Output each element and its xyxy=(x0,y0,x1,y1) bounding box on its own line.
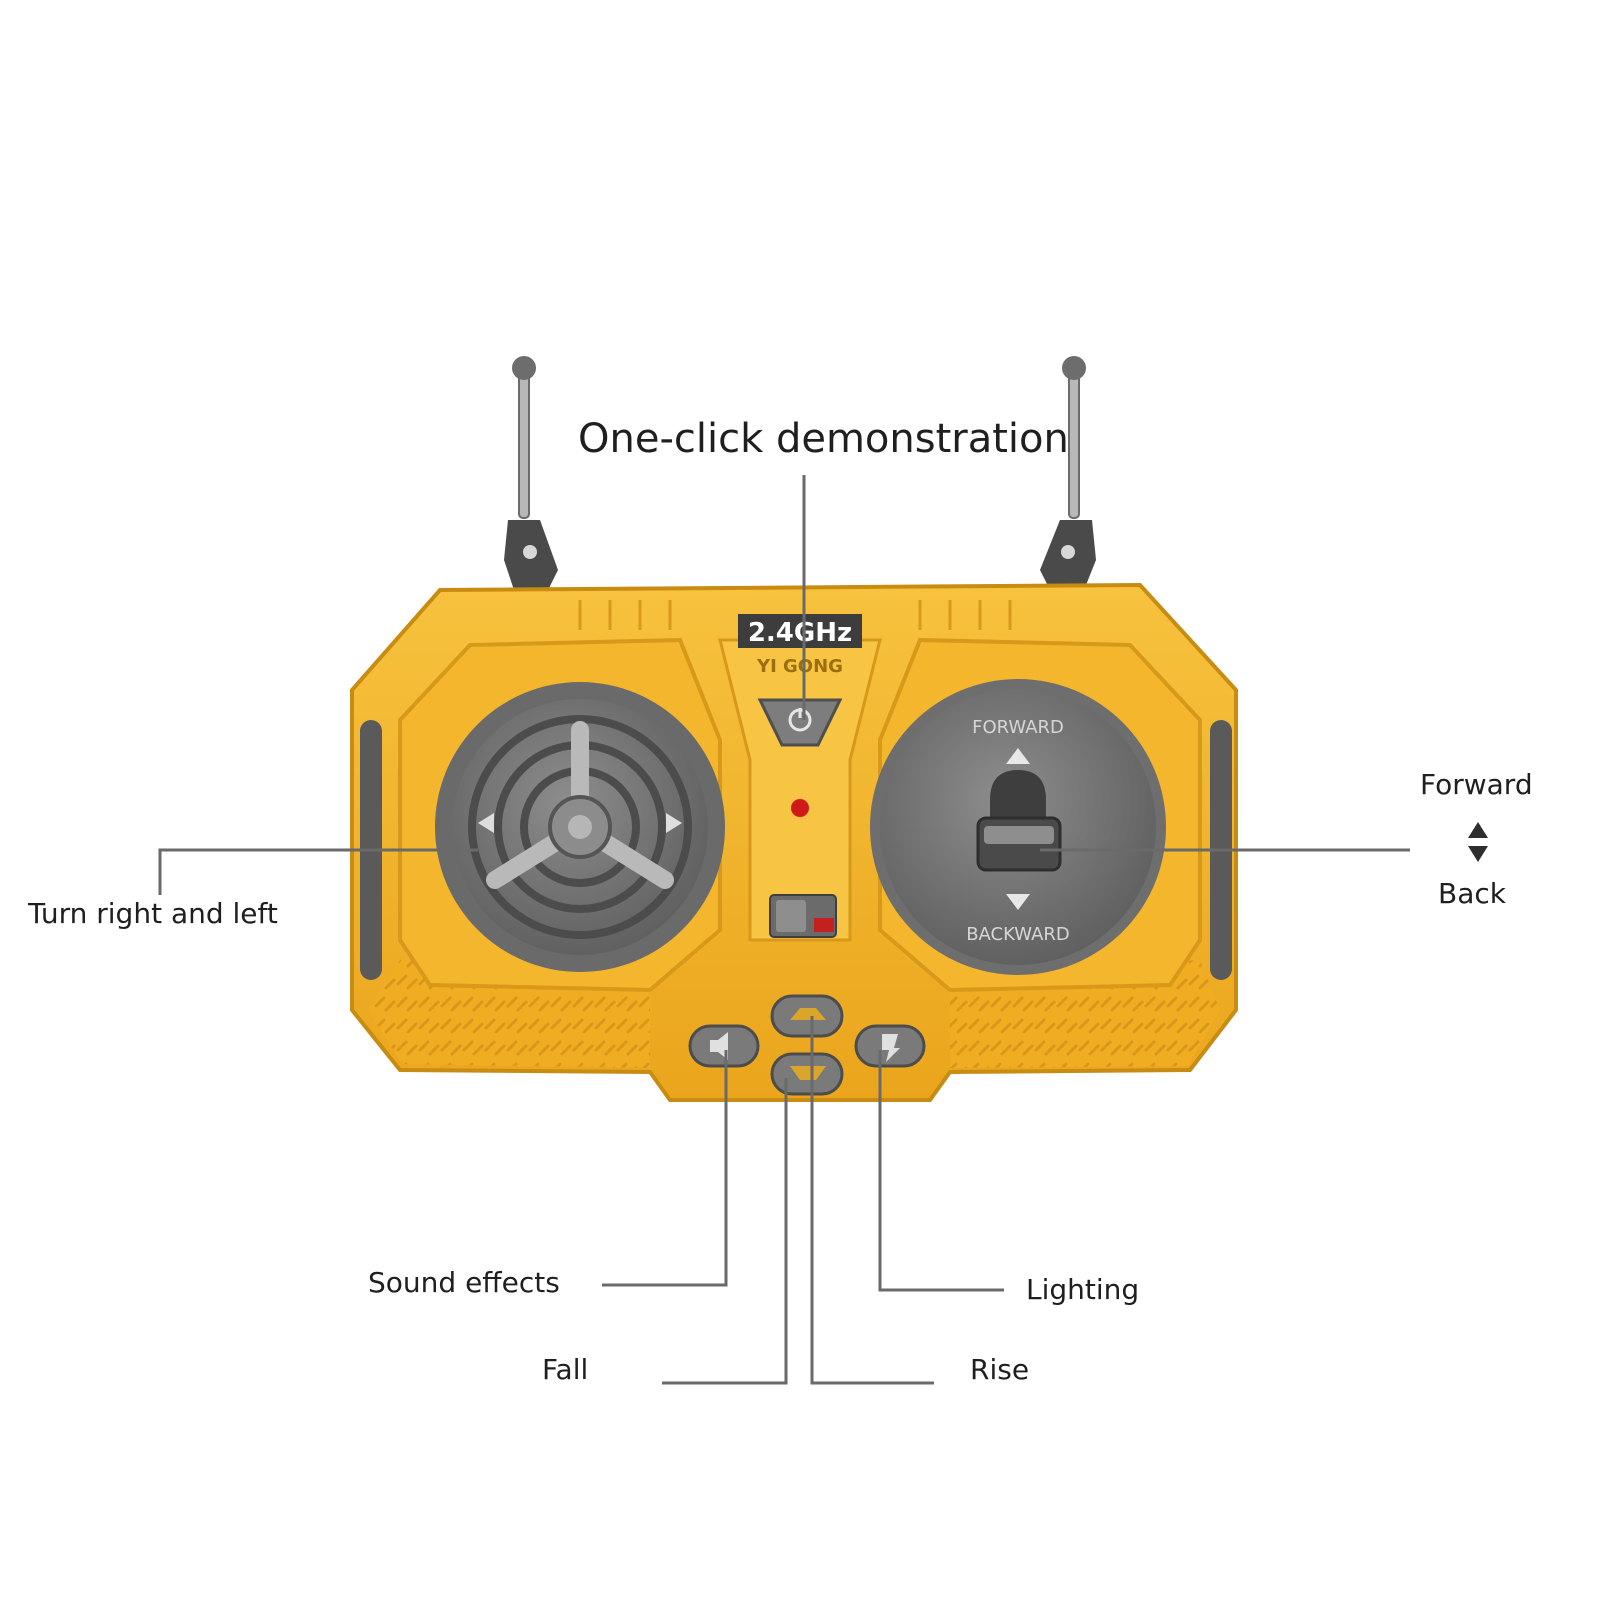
steering-wheel[interactable] xyxy=(435,682,725,972)
rise-button[interactable] xyxy=(770,994,844,1038)
demo-button-icon xyxy=(788,708,812,732)
joystick[interactable]: FORWARD BACKWARD xyxy=(870,679,1166,975)
rise-icon xyxy=(790,1008,826,1020)
lighting-callout: Lighting xyxy=(1026,1273,1140,1306)
rise-callout: Rise xyxy=(970,1353,1030,1386)
leader-sound xyxy=(602,1050,728,1287)
leader-lighting xyxy=(878,1050,1004,1292)
sound-callout: Sound effects xyxy=(368,1266,560,1299)
brand-text: YI GONG xyxy=(756,656,843,677)
power-indicator-led xyxy=(791,799,809,817)
fall-callout: Fall xyxy=(542,1353,589,1386)
sound-button[interactable] xyxy=(688,1024,760,1068)
down-arrow-icon xyxy=(1006,894,1030,910)
lighting-button[interactable] xyxy=(854,1024,926,1068)
joystick-forward-label: FORWARD xyxy=(972,717,1064,738)
up-arrow-icon xyxy=(1006,748,1030,764)
leader-fall xyxy=(662,1078,788,1385)
joystick-backward-label: BACKWARD xyxy=(966,924,1070,945)
back-callout: Back xyxy=(1438,877,1506,910)
antenna-right-icon xyxy=(1040,356,1096,590)
lighting-icon xyxy=(882,1034,900,1062)
forward-back-arrow-icon xyxy=(1468,822,1488,862)
sound-icon xyxy=(710,1032,728,1060)
frequency-badge-text: 2.4GHz xyxy=(748,618,852,648)
leader-rise xyxy=(810,1016,934,1385)
steer-callout: Turn right and left xyxy=(28,897,278,930)
frequency-badge: 2.4GHz xyxy=(738,614,862,648)
antenna-left-icon xyxy=(504,356,558,590)
power-switch[interactable] xyxy=(769,894,837,938)
demo-callout: One-click demonstration xyxy=(578,416,1069,462)
leader-lines xyxy=(158,475,1410,1385)
demo-button[interactable] xyxy=(757,698,843,747)
fall-button[interactable] xyxy=(770,1052,844,1096)
forward-callout: Forward xyxy=(1420,768,1533,801)
fall-icon xyxy=(790,1066,826,1080)
leader-steer xyxy=(158,848,478,895)
